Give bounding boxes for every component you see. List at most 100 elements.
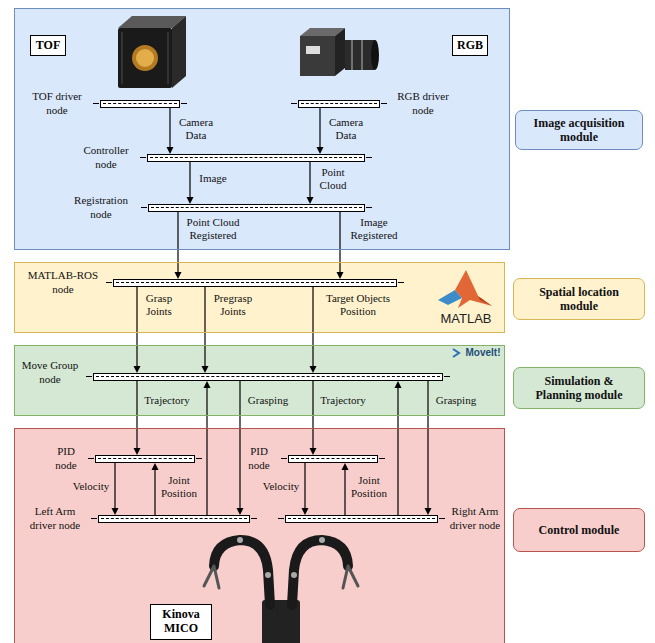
bar-dash xyxy=(103,103,177,104)
arrow-line xyxy=(136,287,137,366)
label-box: Kinova MICO xyxy=(150,604,212,640)
ros-node-label: PID node xyxy=(49,445,83,473)
arrow-label: Point Cloud Registered xyxy=(184,216,242,242)
arrow-line xyxy=(339,212,340,272)
box-label-text: Kinova MICO xyxy=(155,608,207,636)
ros-node-label-text: MATLAB-ROS node xyxy=(23,269,103,297)
ros-node-label: MATLAB-ROS node xyxy=(23,269,103,297)
bar-dash xyxy=(291,103,297,104)
arrow-line xyxy=(319,108,320,147)
bar-dash xyxy=(106,282,112,283)
arrow-head xyxy=(112,508,119,515)
ros-node-label: Right Arm driver node xyxy=(447,505,503,533)
ros-node-bar: MATLAB-ROS node xyxy=(113,279,397,287)
arrow-label-text: Velocity xyxy=(70,480,112,493)
arrow-label: Point Cloud xyxy=(316,166,350,192)
bar-dash xyxy=(98,458,192,459)
data-arrow xyxy=(134,287,141,373)
camera-side xyxy=(335,28,345,76)
arrow-label-text: Grasping xyxy=(433,394,479,407)
arrow-line xyxy=(169,108,170,147)
bar-dash xyxy=(379,458,385,459)
bar-dash xyxy=(301,103,377,104)
arrow-head xyxy=(167,147,174,154)
arrow-line xyxy=(397,388,398,515)
data-arrow xyxy=(152,463,159,515)
arrow-head xyxy=(202,366,209,373)
arrow-line xyxy=(304,463,305,508)
ros-node-bar: Registration node xyxy=(148,204,365,212)
ros-node-label: Controller node xyxy=(77,144,135,172)
arrow-label: Camera Data xyxy=(326,116,366,142)
arm-joint xyxy=(319,537,325,543)
arrow-label: Pregrasp Joints xyxy=(210,292,256,318)
data-arrow xyxy=(337,212,344,279)
arrow-head xyxy=(395,381,402,388)
right-arm xyxy=(292,540,348,605)
ros-node-bar: TOF driver node xyxy=(100,100,180,108)
bar-dash xyxy=(381,103,387,104)
bar-dash xyxy=(444,376,450,377)
arrow-label: Joint Position xyxy=(159,474,199,500)
data-arrow xyxy=(187,162,194,204)
bar-dash xyxy=(101,518,247,519)
arrow-line xyxy=(154,470,155,515)
matlab-logo-text: MATLAB xyxy=(436,311,496,326)
arrow-line xyxy=(309,162,310,197)
data-arrow xyxy=(317,108,324,154)
bar-dash xyxy=(196,458,202,459)
ros-node-label-text: Move Group node xyxy=(19,359,81,387)
arrow-head xyxy=(237,508,244,515)
ros-node-label-text: PID node xyxy=(242,445,276,473)
arrow-head xyxy=(204,381,211,388)
bar-dash xyxy=(398,282,404,283)
arrow-head xyxy=(152,463,159,470)
arrow-line xyxy=(206,388,207,515)
arrow-line xyxy=(177,212,178,272)
arrow-head xyxy=(175,272,182,279)
data-arrow xyxy=(307,162,314,204)
camera-front xyxy=(118,28,172,88)
data-arrow xyxy=(134,381,141,455)
ros-node-label-text: TOF driver node xyxy=(26,90,88,118)
illustrations xyxy=(118,16,492,643)
arrow-label-text: Grasp Joints xyxy=(142,292,176,318)
module-band-fill xyxy=(14,262,505,333)
data-arrow xyxy=(167,108,174,154)
arm-joint xyxy=(237,537,243,543)
bar-dash xyxy=(150,157,362,158)
arrow-head xyxy=(317,147,324,154)
box-label-text: RGB xyxy=(457,39,483,53)
arrow-head xyxy=(337,272,344,279)
module-label-text: Image acquisition module xyxy=(522,116,636,145)
camera-fin xyxy=(121,32,123,84)
arrow-line xyxy=(114,463,115,508)
module-band-fill xyxy=(14,345,505,416)
arrow-label-text: Point Cloud Registered xyxy=(184,216,242,242)
arrow-head xyxy=(425,508,432,515)
bar-dash xyxy=(251,518,257,519)
arrow-label: Joint Position xyxy=(349,474,389,500)
kinova-arms xyxy=(204,537,358,643)
arrow-label-text: Joint Position xyxy=(159,474,199,500)
module-label-box: Control module xyxy=(513,508,645,552)
band-fills xyxy=(14,8,510,643)
module-band: Control modulePID nodePID nodeLeft Arm d… xyxy=(14,428,505,643)
bar-dash xyxy=(291,458,375,459)
left-gripper xyxy=(204,566,219,588)
arrow-label-text: Joint Position xyxy=(349,474,389,500)
logo-peak xyxy=(455,270,492,308)
bar-dash xyxy=(278,518,284,519)
right-gripper xyxy=(343,566,358,588)
module-label-text: Control module xyxy=(520,523,638,537)
arrow-label-text: Point Cloud xyxy=(316,166,350,192)
matlab-logo-text-text: MATLAB xyxy=(436,311,496,326)
connectors xyxy=(112,108,432,515)
arrow-label-text: Camera Data xyxy=(326,116,366,142)
matlab-logo xyxy=(438,270,492,308)
ros-node-label: Left Arm driver node xyxy=(24,505,86,533)
camera-side xyxy=(172,16,186,88)
ros-node-label-text: Controller node xyxy=(77,144,135,172)
arrow-head xyxy=(342,463,349,470)
data-arrow xyxy=(425,381,432,515)
